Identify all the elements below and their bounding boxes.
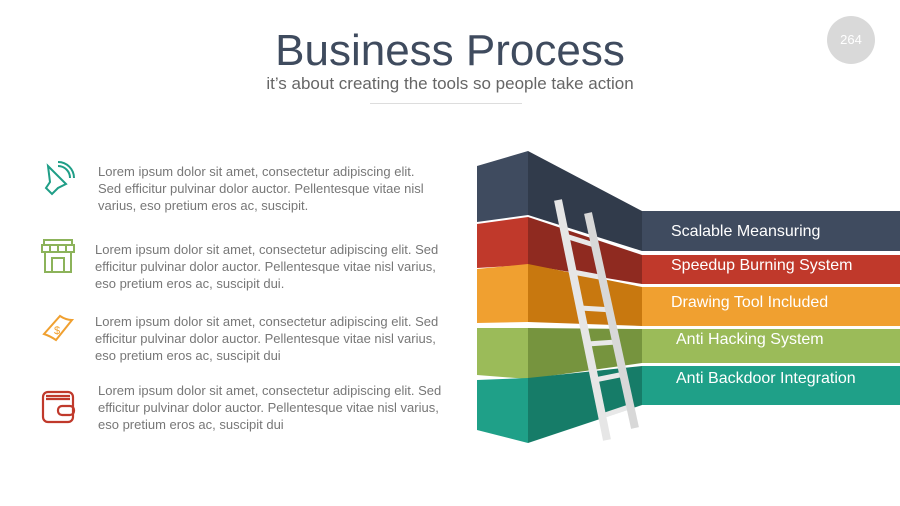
layer-label-5: Anti Backdoor Integration xyxy=(676,370,856,387)
layer-band-2 xyxy=(642,255,900,284)
layer-front-5 xyxy=(477,378,528,443)
layer-band-1 xyxy=(642,211,900,251)
ladder-rung xyxy=(579,305,610,313)
layer-front-1 xyxy=(477,151,528,222)
store-icon xyxy=(41,239,75,273)
layer-side-1 xyxy=(528,151,642,251)
item-text-4: Lorem ipsum dolor sit amet, consectetur … xyxy=(98,383,442,432)
page-number-badge: 264 xyxy=(827,16,875,64)
money-icon: $ xyxy=(42,314,75,342)
ladder-rung xyxy=(601,404,632,419)
ladder-rail-left xyxy=(554,199,611,441)
layer-side-3 xyxy=(528,264,642,326)
page-subtitle: it’s about creating the tools so people … xyxy=(266,74,634,93)
layer-front-3 xyxy=(477,264,528,323)
ladder-rung xyxy=(572,269,603,280)
layer-label-2: Speedup Burning System xyxy=(671,257,853,274)
divider xyxy=(370,103,522,104)
layer-band-4 xyxy=(642,329,900,363)
layer-band-5 xyxy=(642,366,900,405)
item-text-3: Lorem ipsum dolor sit amet, consectetur … xyxy=(95,314,439,363)
svg-text:$: $ xyxy=(54,325,60,337)
layer-side-5 xyxy=(528,366,642,443)
layer-label-3: Drawing Tool Included xyxy=(671,294,829,311)
megaphone-icon xyxy=(44,161,75,196)
ladder-rail-right xyxy=(584,212,639,429)
layer-front-4 xyxy=(477,328,528,379)
ladder-rung xyxy=(587,339,617,347)
layer-front-2 xyxy=(477,217,528,268)
wallet-icon xyxy=(41,390,76,424)
ladder-rung xyxy=(564,233,596,248)
item-text-1: Lorem ipsum dolor sit amet, consectetur … xyxy=(98,164,424,213)
page-title: Business Process xyxy=(275,26,625,75)
layer-label-4: Anti Hacking System xyxy=(676,331,824,348)
layer-label-1: Scalable Meansuring xyxy=(671,223,821,240)
ladder-rung xyxy=(594,371,624,383)
item-text-2: Lorem ipsum dolor sit amet, consectetur … xyxy=(95,242,439,291)
layer-band-3 xyxy=(642,287,900,326)
layer-side-2 xyxy=(528,217,642,284)
